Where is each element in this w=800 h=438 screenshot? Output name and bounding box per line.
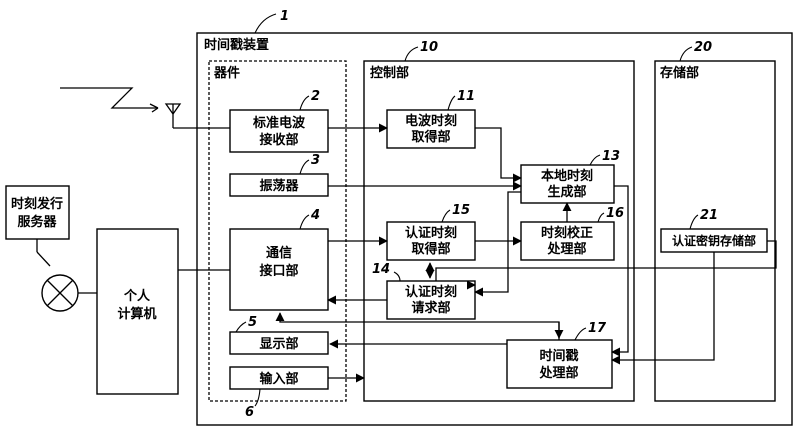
antenna-icon (164, 103, 230, 129)
radio-receiver-line2: 接收部 (259, 132, 298, 148)
comm-interface-line1: 通信 (266, 245, 292, 261)
cert-time-acq-line1: 认证时刻 (405, 225, 457, 241)
control-title: 控制部 (370, 65, 409, 81)
device-ref-number: 1 (280, 9, 289, 24)
certified-time-request-block: 认证时刻 请求部 14 (372, 262, 476, 320)
device-frame: 时间戳装置 (196, 32, 793, 426)
cert-time-acq-ref: 15 (452, 203, 470, 218)
time-server-line1: 时刻发行 (11, 196, 63, 212)
oscillator-label: 振荡器 (259, 178, 299, 194)
display-block: 显示部 5 (229, 315, 329, 355)
pc-block: 个人 计算机 (96, 228, 179, 395)
radio-time-acq-ref: 11 (457, 89, 475, 104)
comm-interface-ref: 4 (310, 208, 320, 223)
time-correction-block: 时刻校正 处理部 16 (520, 206, 624, 261)
cert-key-storage-ref: 21 (700, 208, 718, 223)
cert-time-req-line2: 请求部 (411, 300, 450, 316)
cert-key-storage-block: 认证密钥存储部 21 (660, 208, 768, 253)
pc-line1: 个人 (123, 288, 151, 304)
connection-lines (275, 123, 777, 383)
cert-time-req-line1: 认证时刻 (405, 284, 457, 300)
network-icon (36, 239, 97, 312)
time-correction-line2: 处理部 (546, 241, 586, 257)
storage-title: 存储部 (660, 65, 699, 81)
input-ref: 6 (245, 405, 254, 420)
oscillator-ref: 3 (311, 153, 320, 168)
storage-frame: 存储部 20 (654, 40, 776, 402)
timestamp-proc-line1: 时间戳 (539, 348, 578, 364)
certified-time-acquisition-block: 认证时刻 取得部 15 (386, 203, 476, 261)
local-time-gen-ref: 13 (602, 149, 620, 164)
timestamp-processing-block: 时间戳 处理部 17 (506, 321, 613, 389)
comm-interface-block: 通信 接口部 4 (229, 208, 329, 311)
display-label: 显示部 (259, 336, 298, 352)
cert-key-storage-label: 认证密钥存储部 (672, 233, 756, 248)
radio-receiver-block: 标准电波 接收部 2 (229, 89, 329, 153)
parts-title: 器件 (213, 65, 240, 81)
device-ref: 1 (254, 9, 289, 34)
time-correction-ref: 16 (606, 206, 624, 221)
radio-time-acq-line1: 电波时刻 (405, 113, 457, 129)
display-ref: 5 (248, 315, 257, 330)
comm-interface-line2: 接口部 (259, 263, 298, 279)
device-title: 时间戳装置 (204, 37, 269, 53)
local-time-gen-line1: 本地时刻 (541, 168, 593, 184)
time-server-block: 时刻发行 服务器 (5, 185, 70, 240)
cert-time-req-ref: 14 (372, 262, 390, 277)
oscillator-block: 振荡器 3 (229, 153, 329, 197)
radio-wave-icon (60, 87, 159, 113)
local-time-gen-line2: 生成部 (547, 184, 586, 200)
pc-line2: 计算机 (117, 306, 156, 322)
radio-receiver-line1: 标准电波 (252, 115, 306, 131)
local-time-generation-block: 本地时刻 生成部 13 (520, 149, 620, 204)
timestamp-proc-ref: 17 (588, 321, 607, 336)
time-correction-line1: 时刻校正 (541, 225, 593, 241)
control-frame: 控制部 10 (363, 40, 635, 402)
parts-frame: 器件 (208, 60, 347, 402)
cert-time-acq-line2: 取得部 (411, 241, 450, 257)
radio-time-acq-line2: 取得部 (411, 129, 450, 145)
control-ref-number: 10 (420, 40, 438, 55)
input-block: 输入部 6 (229, 366, 329, 420)
radio-time-acquisition-block: 电波时刻 取得部 11 (386, 89, 476, 149)
time-server-line2: 服务器 (17, 214, 57, 230)
timestamp-proc-line2: 处理部 (538, 365, 578, 381)
radio-receiver-ref: 2 (311, 89, 320, 104)
input-label: 输入部 (259, 371, 298, 387)
storage-ref-number: 20 (694, 40, 712, 55)
